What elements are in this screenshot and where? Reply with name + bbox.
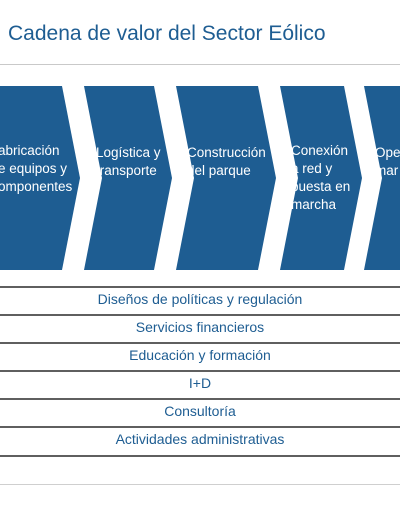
chevron-shape — [84, 86, 172, 270]
stage-label: Conexión a red y puesta en marcha — [291, 142, 350, 214]
title-divider — [0, 64, 400, 65]
stage-chevron-2: Logística y transporte — [84, 86, 172, 270]
stage-label-line: Ope — [375, 145, 400, 160]
chevron-shape — [176, 86, 276, 270]
row-divider — [0, 398, 400, 400]
chevron-shape — [280, 86, 362, 270]
chevron-shape — [0, 86, 80, 270]
stage-label-line: e equipos y — [0, 161, 68, 176]
stage-label-line: Conexión — [291, 143, 349, 158]
chevron-shape — [364, 86, 400, 270]
support-row-education: Educación y formación — [0, 342, 400, 370]
stage-label-line: omponentes — [0, 179, 73, 194]
stage-chevron-3: Construcción del parque — [176, 86, 276, 270]
stage-label-line: abricación — [0, 143, 60, 158]
stage-label: Logística y transporte — [96, 144, 161, 180]
row-divider — [0, 455, 400, 457]
stage-label-line: Construcción — [187, 145, 266, 160]
support-row-admin: Actividades administrativas — [0, 426, 400, 454]
row-divider — [0, 426, 400, 428]
row-divider — [0, 314, 400, 316]
stage-label-line: transporte — [96, 163, 157, 178]
support-row-consulting: Consultoría — [0, 398, 400, 426]
stage-label-line: del parque — [187, 163, 251, 178]
stage-label-line: a red y — [291, 161, 333, 176]
stage-label: abricación e equipos y omponentes — [0, 142, 72, 196]
support-label: Educación y formación — [129, 347, 271, 363]
stage-chevron-1: abricación e equipos y omponentes — [0, 86, 80, 270]
stage-label: Construcción del parque — [187, 144, 266, 180]
support-row-financial: Servicios financieros — [0, 314, 400, 342]
page-title: Cadena de valor del Sector Eólico — [8, 22, 326, 45]
bottom-divider — [0, 484, 400, 485]
stage-chevron-5: Ope mar — [364, 86, 400, 270]
support-row-policies: Diseños de políticas y regulación — [0, 286, 400, 314]
stage-label-line: puesta en — [291, 179, 351, 194]
support-label: Servicios financieros — [135, 319, 265, 335]
support-label: I+D — [188, 375, 212, 391]
stage-label: Ope mar — [375, 144, 400, 180]
row-divider — [0, 286, 400, 288]
support-row-rd: I+D — [0, 370, 400, 398]
support-label: Diseños de políticas y regulación — [97, 291, 303, 307]
stage-label-line: mar — [375, 163, 399, 178]
stage-chevron-4: Conexión a red y puesta en marcha — [280, 86, 362, 270]
support-label: Actividades administrativas — [115, 431, 285, 447]
stage-label-line: marcha — [291, 197, 337, 212]
row-divider — [0, 342, 400, 344]
row-divider — [0, 370, 400, 372]
stage-label-line: Logística y — [96, 145, 161, 160]
support-label: Consultoría — [164, 403, 236, 419]
